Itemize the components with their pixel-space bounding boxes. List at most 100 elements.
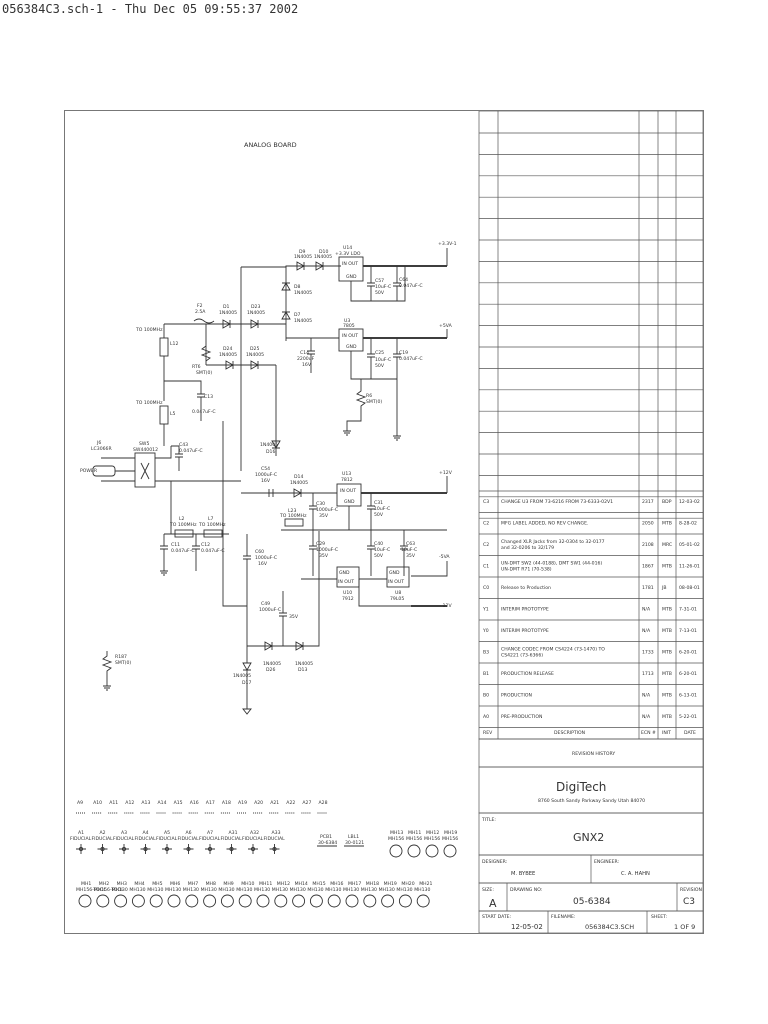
svg-text:L5: L5 [170,411,176,417]
rev-code: C3 [483,499,489,505]
fiducial-ref-label: A9 [77,800,83,806]
svg-text:C57: C57 [375,278,384,284]
rail-label-5va: +5VA [439,323,453,329]
svg-text:1000uF-C: 1000uF-C [255,472,277,478]
svg-text:D10: D10 [319,249,328,255]
svg-text:35V: 35V [289,614,299,620]
hole-ref-label: MH21 [419,881,432,887]
rev-date: 08-08-01 [679,585,700,591]
hole-value-label: MH156 [406,836,422,842]
hole-ref-label: MH8 [206,881,216,887]
svg-text:C49: C49 [261,601,270,607]
fiducial-type-label: FIDUCIAL [113,836,135,842]
svg-text:D9: D9 [299,249,306,255]
fiducial-cross-icon [97,844,108,854]
svg-text:C29: C29 [316,541,325,547]
svg-text:0.047uF-C: 0.047uF-C [179,448,203,454]
hole-ref-label: MH12 [426,830,439,836]
fiducial-ref-label: A20 [254,800,263,806]
rev-initials: MTB [662,693,672,699]
fiducial-ref-label: A21 [270,800,279,806]
svg-text:1N4005: 1N4005 [263,661,281,667]
rev-code: B0 [483,693,489,699]
rev-description: PRODUCTION [501,693,532,699]
svg-text:REV: REV [483,730,493,736]
fiducial-cross-icon [76,844,86,854]
svg-text:TO 100MHz: TO 100MHz [135,327,163,333]
svg-text:1N4005: 1N4005 [246,352,264,358]
hole-value-label: MH156-TOOL [76,887,106,893]
svg-text:1N4005: 1N4005 [294,254,312,260]
svg-text:TITLE:: TITLE: [481,817,496,823]
svg-text:TO 100MHz: TO 100MHz [169,522,197,528]
fiducial-ref-label: A3 [121,830,127,836]
fiducial-dot [207,846,213,852]
schematic-sheet: ANALOG BOARD +3.3V-1 D9 1N4005 D10 1N400… [64,110,704,934]
mounting-hole-icon [238,894,252,908]
fiducial-cross-icon [205,844,215,854]
mounting-hole-icon [381,894,395,908]
svg-text:L2: L2 [179,516,185,522]
svg-text:50V: 50V [374,553,384,559]
svg-text:C19: C19 [399,350,408,356]
fiducial-type-label: FIDUCIAL [70,836,92,842]
svg-text:50V: 50V [375,290,385,296]
mounting-holes-bottom: MH1MH156-TOOLMH2MH156-TOOLMH3MH130MH4MH1… [76,881,433,908]
rev-code: Y0 [482,628,489,634]
svg-text:10uF-C: 10uF-C [401,547,417,553]
fiducial-ref-label: A7 [207,830,213,836]
svg-text:L12: L12 [170,341,178,347]
rev-description: INTERIM PROTOTYPE [501,607,549,613]
company-name: DigiTech [556,780,606,794]
rev-initials: JB [661,585,667,591]
revision-value: C3 [683,897,695,907]
label-ref: LBL1 30-0121 [344,834,364,847]
svg-text:1N4005: 1N4005 [294,290,312,296]
fiducial-ref-label: A22 [286,800,295,806]
svg-text:IN OUT: IN OUT [342,333,358,339]
svg-text:J6: J6 [96,440,101,446]
svg-text:1000uF-C: 1000uF-C [316,547,338,553]
svg-text:INIT: INIT [662,730,671,736]
rev-description: and 32-0206 to 32/179 [501,545,554,551]
svg-text:D7: D7 [294,312,301,318]
fiducial-dot [164,846,170,852]
hole-ref-label: MH18 [366,881,379,887]
svg-text:7912: 7912 [342,596,354,602]
hole-ref-label: MH3 [117,881,127,887]
svg-text:0.047uF-C: 0.047uF-C [192,409,216,415]
rev-code: C1 [483,564,489,570]
svg-text:2200uF: 2200uF [297,356,315,362]
svg-text:ENGINEER:: ENGINEER: [594,859,620,865]
svg-text:7805: 7805 [343,323,355,329]
hole-ref-label: MH13 [390,830,403,836]
regulator-u10 [336,566,360,588]
svg-text:D8: D8 [294,284,301,290]
hole-ref-label: MH1 [81,881,91,887]
svg-text:30-6384: 30-6384 [318,840,337,846]
mounting-hole-icon [131,894,145,908]
fiducial-dot [272,846,277,852]
rev-code: B3 [483,650,489,656]
fiducial-ref-label: A4 [143,830,149,836]
svg-text:10uF-C: 10uF-C [374,506,390,512]
svg-text:DRAWING NO:: DRAWING NO: [510,887,543,893]
rev-ecn: 1781 [642,585,654,591]
hole-ref-label: MH20 [401,881,414,887]
rev-date: 05-01-02 [679,542,700,548]
svg-text:IN OUT: IN OUT [338,579,354,585]
rev-ecn: N/A [642,628,651,634]
svg-text:0.047uF-C: 0.047uF-C [399,283,423,289]
rev-description: MFG LABEL ADDED, NO REV CHANGE. [501,521,588,527]
hole-value-label: MH130 [396,887,412,893]
svg-text:D13: D13 [298,667,307,673]
mounting-hole-icon [443,844,457,858]
rail-label-neg5va: -5VA [439,554,450,560]
rev-code: Y1 [482,607,489,613]
rev-initials: MTB [662,650,672,656]
hole-value-label: MH130 [165,887,181,893]
rev-initials: MTB [662,607,672,613]
svg-text:SW5: SW5 [139,441,149,447]
